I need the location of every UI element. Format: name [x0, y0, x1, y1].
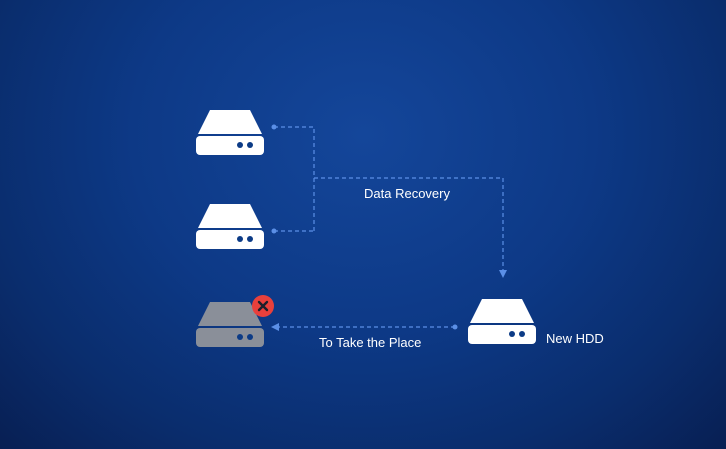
data-recovery-label: Data Recovery	[364, 186, 450, 201]
new-hard-drive-icon	[467, 297, 537, 345]
new-hdd-label: New HDD	[546, 331, 604, 346]
close-icon	[252, 295, 274, 317]
failed-hard-drive-icon	[195, 295, 274, 348]
hard-drive-icon	[195, 108, 265, 156]
hard-drive-icon	[195, 202, 265, 250]
connector-line-top	[274, 126, 315, 231]
connector-line-recovery	[314, 177, 507, 278]
take-the-place-label: To Take the Place	[319, 335, 422, 350]
